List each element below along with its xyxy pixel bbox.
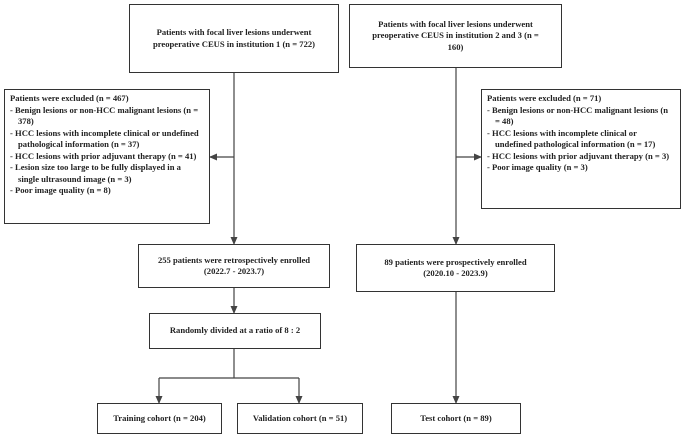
right-top-line1: Patients with focal liver lesions underw…	[378, 18, 533, 29]
left-excluded-item: - Lesion size too large to be fully disp…	[10, 162, 181, 184]
test-cohort-box: Test cohort (n = 89)	[391, 403, 521, 434]
right-excluded-title: Patients were excluded (n = 71)	[487, 93, 602, 103]
left-top-line1: Patients with focal liver lesions underw…	[156, 27, 312, 37]
right-top-box: Patients with focal liver lesions underw…	[349, 4, 562, 68]
right-enrolled-box: 89 patients were prospectively enrolled …	[356, 244, 555, 292]
left-excluded-title: Patients were excluded (n = 467)	[10, 93, 129, 103]
divided-text: Randomly divided at a ratio of 8 : 2	[169, 325, 301, 336]
training-cohort-text: Training cohort (n = 204)	[113, 412, 206, 423]
divided-box: Randomly divided at a ratio of 8 : 2	[149, 313, 321, 349]
right-enrolled-line1: 89 patients were prospectively enrolled	[384, 256, 527, 267]
test-cohort-text: Test cohort (n = 89)	[420, 412, 492, 423]
left-enrolled-box: 255 patients were retrospectively enroll…	[138, 244, 330, 288]
left-enrolled-line1: 255 patients were retrospectively enroll…	[157, 254, 311, 265]
left-top-line2: preoperative CEUS in institution 1 (n = …	[152, 38, 316, 49]
right-excluded-box: Patients were excluded (n = 71) - Benign…	[481, 89, 681, 209]
right-excluded-item: - HCC lesions with prior adjuvant therap…	[487, 150, 670, 161]
validation-cohort-text: Validation cohort (n = 51)	[252, 412, 348, 423]
left-enrolled-line2: (2022.7 - 2023.7)	[203, 266, 265, 276]
right-enrolled-line2: (2020.10 - 2023.9)	[423, 268, 488, 278]
right-excluded-item: - HCC lesions with incomplete clinical o…	[487, 127, 656, 150]
left-excluded-item: - HCC lesions with prior adjuvant therap…	[10, 150, 197, 161]
right-top-line2: preoperative CEUS in institution 2 and 3…	[372, 30, 539, 41]
left-excluded-box: Patients were excluded (n = 467) - Benig…	[4, 89, 210, 224]
right-top-line3: 160)	[447, 41, 464, 52]
left-top-box: Patients with focal liver lesions underw…	[129, 4, 339, 73]
left-excluded-item: - Benign lesions or non-HCC malignant le…	[10, 104, 199, 127]
training-cohort-box: Training cohort (n = 204)	[97, 403, 222, 434]
left-excluded-item: - Poor image quality (n = 8)	[10, 185, 111, 195]
validation-cohort-box: Validation cohort (n = 51)	[237, 403, 363, 434]
right-excluded-item: - Benign lesions or non-HCC malignant le…	[487, 104, 669, 127]
left-excluded-item: - HCC lesions with incomplete clinical o…	[10, 127, 199, 150]
right-excluded-item: - Poor image quality (n = 3)	[487, 162, 588, 172]
